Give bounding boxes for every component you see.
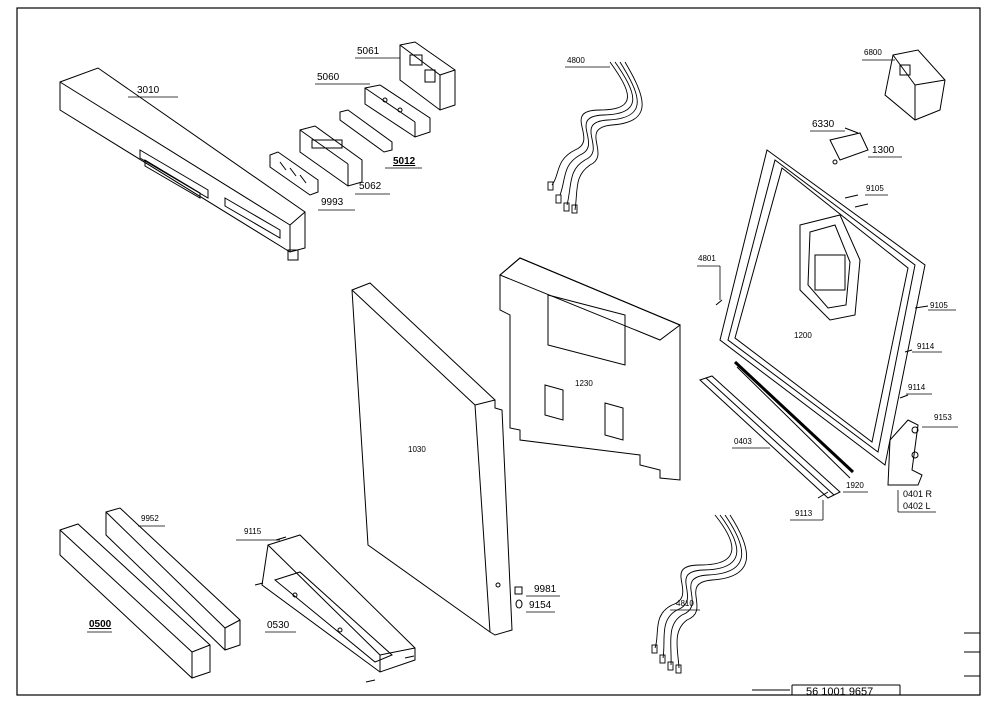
control-panel-3010 [59,67,306,261]
strip-0403 [699,375,841,499]
label-9105-top: 9105 [866,184,884,193]
drawing-frame [16,7,981,696]
key-strip-9993 [269,151,319,196]
screws [254,194,929,683]
label-6800: 6800 [864,48,882,57]
label-9113: 9113 [795,509,813,518]
label-4800: 4800 [567,56,585,65]
label-1030: 1030 [408,445,426,454]
frame-0530 [261,534,416,673]
label-4801: 4801 [698,254,716,263]
plinth-0500 [59,523,211,679]
label-6330: 6330 [812,119,835,130]
insulation-panel-1230 [499,257,681,481]
label-9114-lower: 9114 [908,383,926,392]
label-0500: 0500 [89,619,112,630]
wiring-harness-4810 [651,514,748,674]
leader-lines [87,57,958,633]
label-9993: 9993 [321,197,344,208]
label-9115: 9115 [244,527,262,536]
label-4810: 4810 [676,599,694,608]
label-9981: 9981 [534,584,557,595]
plinth-9952 [105,507,241,651]
outer-door-1030 [351,282,513,636]
label-0401-r: 0401 R [903,489,933,499]
label-9153: 9153 [934,413,952,422]
label-0402-l: 0402 L [903,501,931,511]
fastener-9154 [515,599,523,609]
inner-door-1200 [719,149,926,466]
label-1920: 1920 [846,481,864,490]
electronic-module-5061 [399,41,456,111]
electronic-module-5062 [299,125,363,187]
label-5062: 5062 [359,181,382,192]
label-9105-right: 9105 [930,301,948,310]
label-5060: 5060 [317,72,340,83]
label-5061: 5061 [357,46,380,57]
label-9952: 9952 [141,514,159,523]
component-6800 [884,49,946,121]
wiring-harness-4800 [547,61,643,214]
label-9114-upper: 9114 [917,342,935,351]
document-number: 56 1001 9657 [806,686,874,698]
title-block [752,632,980,695]
label-0530: 0530 [267,620,290,631]
seal-1920 [733,360,855,479]
electronic-module-5060 [364,84,431,138]
label-1300: 1300 [872,145,895,156]
label-5012: 5012 [393,156,416,167]
hinge-0401-0402 [887,419,923,486]
key-strip-5012 [339,109,393,153]
label-0403: 0403 [734,437,752,446]
latch-1300 [829,127,869,165]
label-1230: 1230 [575,379,593,388]
label-1200: 1200 [794,331,812,340]
fastener-9981 [514,586,523,595]
label-3010: 3010 [137,85,160,96]
label-9154: 9154 [529,600,552,611]
